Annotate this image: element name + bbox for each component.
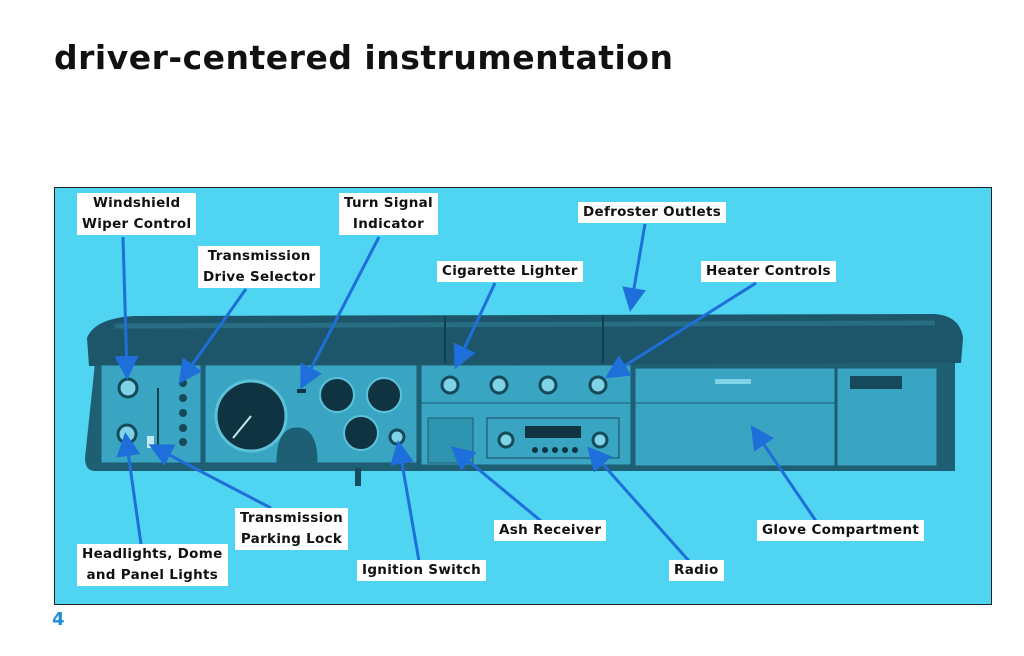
label-line: Turn Signal [344,195,433,211]
label-ash-receiver: Ash Receiver [494,520,607,541]
dashboard-illustration [85,223,963,562]
label-line: Indicator [352,216,425,232]
label-ignition-switch: Ignition Switch [357,560,486,581]
label-headlights-dome-panel-lights: Headlights, Dome and Panel Lights [77,544,228,586]
label-glove-compartment: Glove Compartment [757,520,925,541]
label-defroster-outlets: Defroster Outlets [578,202,727,223]
label-line: Transmission [240,510,344,526]
label-heater-controls: Heater Controls [701,261,836,282]
label-line: Parking Lock [240,531,343,547]
label-line: Windshield [92,195,181,211]
callout-arrows [114,223,818,562]
ash-tray [427,417,474,464]
label-line: Drive Selector [203,269,316,285]
label-line: Transmission [207,248,311,264]
label-cigarette-lighter: Cigarette Lighter [437,261,583,282]
glove-compartment [634,367,836,467]
label-radio: Radio [669,560,724,581]
page-number: 4 [52,609,65,630]
label-line: Wiper Control [82,216,192,232]
page-title: driver-centered instrumentation [54,38,674,77]
label-line: Headlights, Dome [82,546,223,562]
label-line: and Panel Lights [86,567,219,583]
